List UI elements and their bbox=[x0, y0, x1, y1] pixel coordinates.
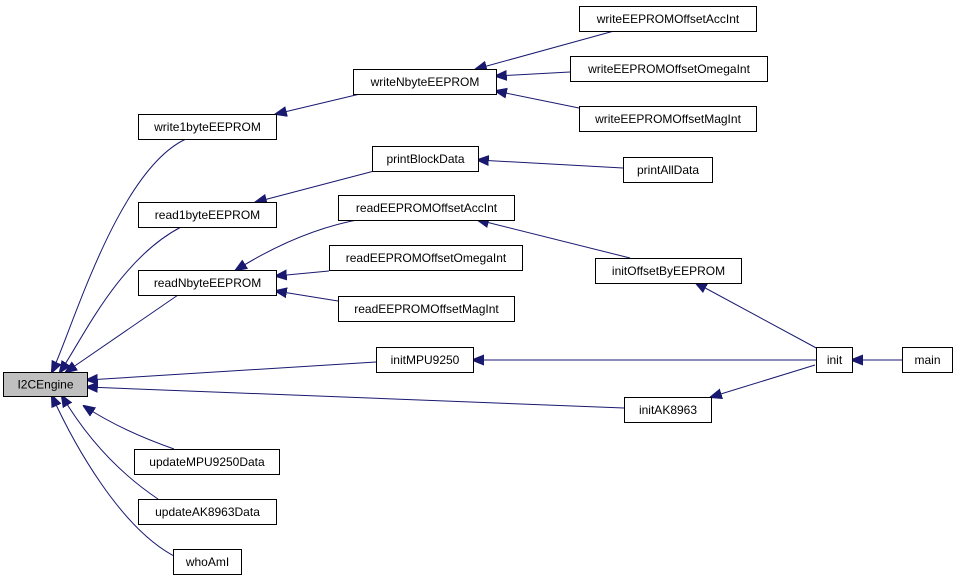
node-box bbox=[624, 397, 712, 423]
node-label: initMPU9250 bbox=[391, 353, 460, 367]
node-label: printBlockData bbox=[386, 152, 464, 166]
node-wn[interactable]: writeNbyteEEPROM bbox=[353, 69, 497, 95]
edge-roo-to-rn bbox=[276, 271, 330, 276]
node-who[interactable]: whoAmI bbox=[173, 549, 242, 575]
node-label: main bbox=[914, 353, 940, 367]
edge-r1-to-i2c bbox=[60, 226, 182, 372]
edge-pad-to-pbd bbox=[478, 160, 624, 169]
node-label: writeEEPROMOffsetMagInt bbox=[594, 112, 741, 126]
edge-pbd-to-r1 bbox=[256, 169, 379, 202]
node-box bbox=[372, 146, 479, 172]
node-box bbox=[579, 6, 757, 32]
node-label: readNbyteEEPROM bbox=[154, 276, 261, 290]
node-roo[interactable]: readEEPROMOffsetOmegaInt bbox=[329, 245, 523, 271]
node-box bbox=[134, 449, 280, 475]
node-box bbox=[138, 202, 277, 228]
node-box bbox=[595, 258, 742, 284]
node-label: whoAmI bbox=[185, 555, 229, 569]
edge-init-to-iobe bbox=[696, 283, 821, 351]
edge-umpu-to-i2c bbox=[84, 406, 175, 450]
edge-rom-to-rn bbox=[276, 291, 339, 302]
node-init[interactable]: init bbox=[816, 347, 853, 373]
node-main[interactable]: main bbox=[902, 347, 953, 373]
node-woo[interactable]: writeEEPROMOffsetOmegaInt bbox=[570, 56, 768, 82]
node-pad[interactable]: printAllData bbox=[623, 157, 713, 183]
node-box bbox=[579, 106, 757, 132]
node-box bbox=[623, 157, 713, 183]
edge-impu-to-i2c bbox=[87, 361, 377, 380]
node-label: I2CEngine bbox=[17, 378, 73, 392]
node-rn[interactable]: readNbyteEEPROM bbox=[138, 270, 277, 296]
node-box bbox=[816, 347, 853, 373]
node-box bbox=[138, 114, 277, 140]
node-label: updateAK8963Data bbox=[155, 505, 260, 519]
node-i2c[interactable]: I2CEngine bbox=[3, 372, 88, 397]
node-label: writeEEPROMOffsetAccInt bbox=[596, 12, 740, 26]
edge-uak-to-i2c bbox=[62, 396, 159, 500]
edge-woo-to-wn bbox=[496, 72, 571, 76]
node-box bbox=[3, 372, 88, 397]
node-w1[interactable]: write1byteEEPROM bbox=[138, 114, 277, 140]
node-label: writeNbyteEEPROM bbox=[370, 75, 480, 89]
node-label: updateMPU9250Data bbox=[149, 455, 265, 469]
node-label: readEEPROMOffsetMagInt bbox=[354, 302, 499, 316]
node-box bbox=[338, 195, 515, 221]
node-label: write1byteEEPROM bbox=[153, 120, 261, 134]
node-roa[interactable]: readEEPROMOffsetAccInt bbox=[338, 195, 515, 221]
edge-woa-to-wn bbox=[476, 30, 615, 69]
node-iak[interactable]: initAK8963 bbox=[624, 397, 712, 423]
node-rom[interactable]: readEEPROMOffsetMagInt bbox=[338, 296, 515, 322]
node-box bbox=[173, 549, 242, 575]
node-label: init bbox=[827, 353, 843, 367]
node-box bbox=[570, 56, 768, 82]
edge-wn-to-w1 bbox=[276, 93, 361, 114]
node-woa[interactable]: writeEEPROMOffsetAccInt bbox=[579, 6, 757, 32]
edge-w1-to-i2c bbox=[52, 138, 187, 372]
node-label: initOffsetByEEPROM bbox=[612, 264, 725, 278]
edge-layer bbox=[52, 30, 902, 559]
node-label: readEEPROMOffsetOmegaInt bbox=[346, 251, 507, 265]
node-box bbox=[353, 69, 497, 95]
node-box bbox=[902, 347, 953, 373]
edge-iak-to-i2c bbox=[87, 387, 625, 409]
node-label: printAllData bbox=[637, 163, 699, 177]
node-impu[interactable]: initMPU9250 bbox=[376, 347, 474, 373]
node-iobe[interactable]: initOffsetByEEPROM bbox=[595, 258, 742, 284]
node-label: writeEEPROMOffsetOmegaInt bbox=[587, 62, 750, 76]
node-box bbox=[329, 245, 523, 271]
node-wom[interactable]: writeEEPROMOffsetMagInt bbox=[579, 106, 757, 132]
node-box bbox=[338, 296, 515, 322]
node-label: initAK8963 bbox=[639, 403, 697, 417]
node-layer: I2CEngine write1byteEEPROM writeNbyteEEPRO… bbox=[3, 6, 953, 575]
node-label: readEEPROMOffsetAccInt bbox=[356, 201, 498, 215]
edge-who-to-i2c bbox=[52, 396, 179, 559]
edge-rn-to-i2c bbox=[66, 294, 179, 372]
node-r1[interactable]: read1byteEEPROM bbox=[138, 202, 277, 228]
edge-init-to-iak bbox=[711, 364, 816, 397]
node-box bbox=[376, 347, 474, 373]
node-label: read1byteEEPROM bbox=[155, 208, 260, 222]
node-box bbox=[138, 499, 277, 525]
edge-iobe-to-roa bbox=[478, 220, 631, 259]
node-pbd[interactable]: printBlockData bbox=[372, 146, 479, 172]
node-uak[interactable]: updateAK8963Data bbox=[138, 499, 277, 525]
node-umpu[interactable]: updateMPU9250Data bbox=[134, 449, 280, 475]
edge-roa-to-rn bbox=[236, 218, 363, 270]
edge-wom-to-wn bbox=[496, 91, 580, 109]
node-box bbox=[138, 270, 277, 296]
